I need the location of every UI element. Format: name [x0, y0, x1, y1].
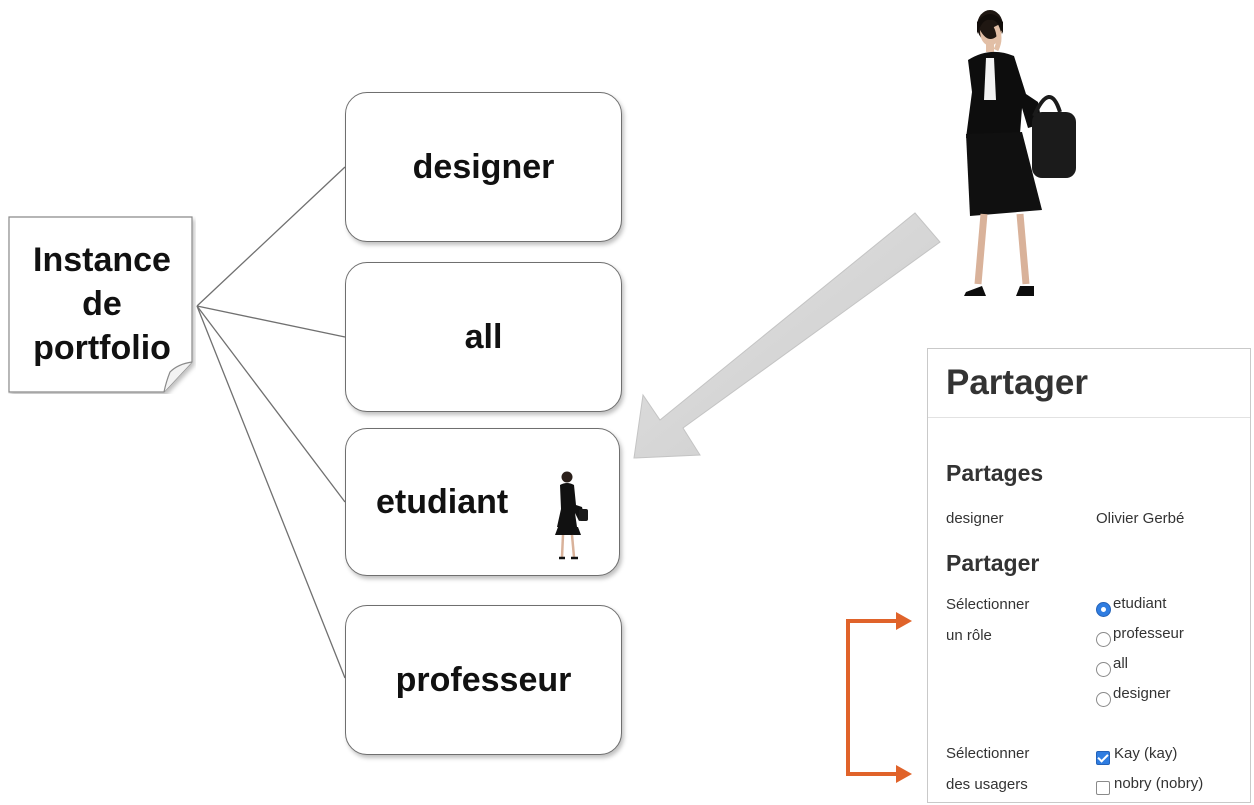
role-label-all: all [464, 317, 503, 356]
note-shape [8, 216, 193, 393]
student-figure-large-icon [964, 10, 1076, 296]
share-heading: Partager [946, 550, 1040, 576]
radio-etudiant[interactable] [1096, 602, 1111, 617]
radio-option-all[interactable]: all [1096, 655, 1129, 677]
select-users-label-1: Sélectionner [946, 745, 1030, 762]
radio-option-designer[interactable]: designer [1096, 685, 1171, 707]
select-users-label-2: des usagers [946, 776, 1028, 793]
user-option-nobry[interactable]: nobry (nobry) [1096, 775, 1204, 795]
role-label-professeur: professeur [395, 660, 572, 699]
connector-etudiant [196, 305, 346, 503]
portfolio-instance-note: Instance de portfolio [8, 216, 196, 394]
instance-label: Instance de portfolio [12, 238, 192, 370]
radio-label-designer: designer [1113, 685, 1171, 702]
share-user: Olivier Gerbé [1096, 510, 1185, 527]
checkbox-nobry[interactable] [1096, 780, 1110, 795]
radio-option-etudiant[interactable]: etudiant [1096, 595, 1167, 617]
connector-all [196, 305, 346, 338]
instance-line-2: de [82, 285, 122, 323]
role-label-etudiant: etudiant [376, 482, 509, 521]
role-box-etudiant: etudiant [345, 428, 620, 576]
student-figure-icon [555, 471, 588, 560]
radio-label-etudiant: etudiant [1113, 595, 1167, 612]
radio-designer[interactable] [1096, 692, 1111, 707]
user-label-kay: Kay (kay) [1114, 745, 1178, 762]
share-panel: Partager Partages designer Olivier Gerbé… [927, 348, 1251, 803]
user-option-kay[interactable]: Kay (kay) [1096, 745, 1178, 765]
connector-designer [196, 166, 346, 307]
radio-professeur[interactable] [1096, 632, 1111, 647]
shares-heading: Partages [946, 460, 1044, 486]
user-label-nobry: nobry (nobry) [1114, 775, 1204, 792]
connector-professeur [196, 305, 346, 679]
select-role-label-1: Sélectionner [946, 596, 1030, 613]
panel-divider [928, 417, 1250, 418]
role-box-all: all [345, 262, 622, 412]
radio-all[interactable] [1096, 662, 1111, 677]
checkbox-kay[interactable] [1096, 750, 1110, 765]
role-box-designer: designer [345, 92, 622, 242]
radio-label-professeur: professeur [1113, 625, 1184, 642]
share-role: designer [946, 510, 1004, 527]
role-box-professeur: professeur [345, 605, 622, 755]
instance-line-1: Instance [33, 241, 171, 279]
radio-option-professeur[interactable]: professeur [1096, 625, 1184, 647]
panel-title: Partager [946, 363, 1089, 402]
role-label-designer: designer [412, 147, 555, 186]
radio-label-all: all [1113, 655, 1129, 672]
instance-line-3: portfolio [33, 329, 171, 367]
select-role-label-2: un rôle [946, 627, 992, 644]
